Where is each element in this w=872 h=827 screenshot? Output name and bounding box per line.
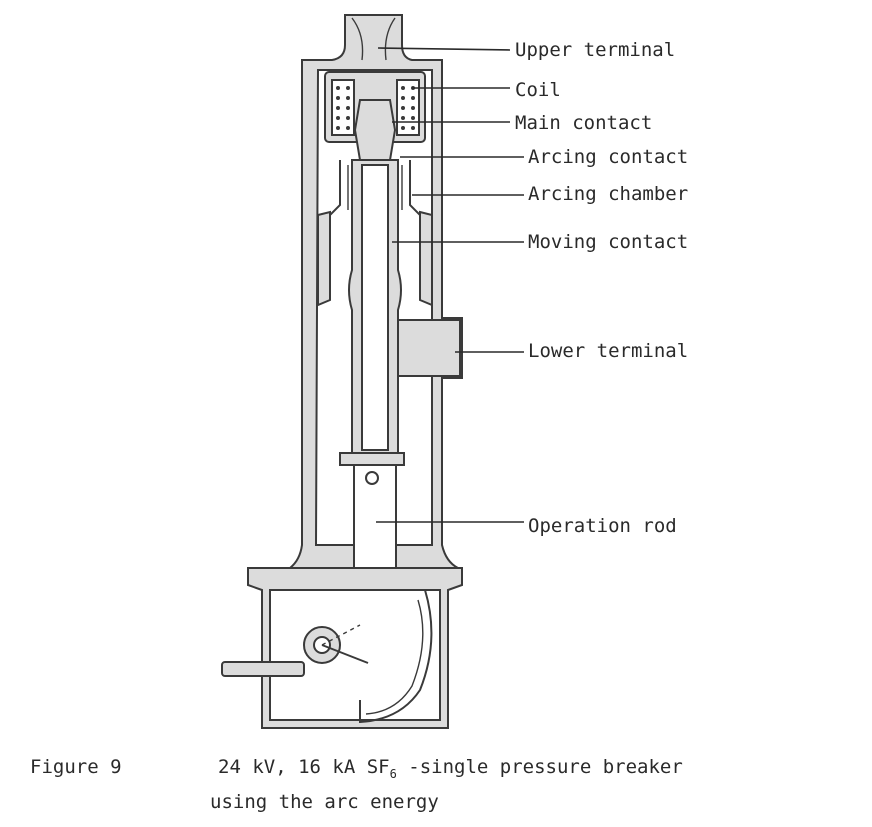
caption-line-2: using the arc energy: [210, 791, 439, 813]
label-arcing-contact: Arcing contact: [528, 146, 688, 168]
caption-subscript: 6: [389, 766, 397, 781]
arcing-chamber-inner: [347, 165, 403, 210]
lower-terminal: [397, 319, 461, 377]
figure-number: Figure 9: [30, 756, 122, 778]
return-cable-inner: [365, 599, 424, 715]
label-main-contact: Main contact: [515, 112, 652, 134]
side-rib-left: [317, 210, 331, 307]
label-operation-rod: Operation rod: [528, 515, 677, 537]
moving-contact-bore: [361, 164, 389, 451]
leader-lines: [376, 47, 524, 523]
caption-text-b: -single pressure breaker: [396, 756, 683, 778]
label-lower-terminal: Lower terminal: [528, 340, 688, 362]
base-cavity: [269, 589, 441, 721]
caption-line-1: 24 kV, 16 kA SF6 -single pressure breake…: [218, 756, 683, 781]
main-contact: [353, 99, 397, 161]
coil-windings: [336, 86, 415, 130]
drive-shaft: [221, 661, 305, 677]
return-cable: [359, 589, 433, 724]
upper-terminal-stud: [351, 17, 396, 61]
coil-left: [331, 79, 355, 136]
label-arcing-chamber: Arcing chamber: [528, 183, 688, 205]
side-rib-right: [419, 210, 433, 307]
caption-text-a: 24 kV, 16 kA SF: [218, 756, 390, 778]
label-moving-contact: Moving contact: [528, 231, 688, 253]
rod-head: [339, 452, 405, 466]
label-coil: Coil: [515, 79, 561, 101]
rod-pin-top: [365, 471, 379, 485]
crank-link-dashed: [321, 624, 361, 646]
crank-link: [321, 644, 369, 664]
label-upper-terminal: Upper terminal: [515, 39, 675, 61]
